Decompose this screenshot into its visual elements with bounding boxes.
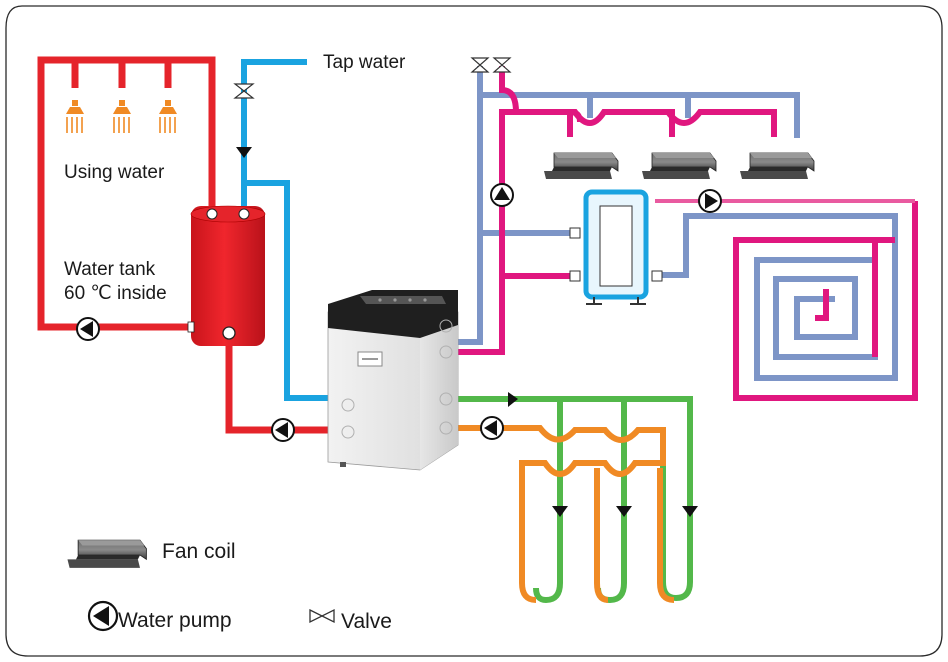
orange-pipe-loop-3 bbox=[657, 468, 675, 603]
pump-icon bbox=[490, 183, 514, 207]
magenta-pipe-main bbox=[458, 66, 520, 355]
legend-valve-label: Valve bbox=[341, 610, 392, 633]
fan-coil-icon bbox=[641, 152, 717, 180]
magenta-pipe-fc-branch bbox=[502, 109, 777, 137]
check-valve-icon bbox=[682, 506, 698, 517]
shower-icon bbox=[112, 100, 132, 134]
orange-pipe-main bbox=[458, 425, 666, 466]
diagram-border bbox=[5, 5, 943, 657]
orange-pipe-loop-2 bbox=[594, 468, 609, 603]
pump-icon bbox=[480, 416, 504, 440]
shower-icon bbox=[158, 100, 178, 134]
pump-icon bbox=[698, 189, 722, 213]
legend-pump-icon bbox=[87, 600, 119, 632]
label-using-water: Using water bbox=[64, 162, 165, 183]
legend-fan-coil-icon bbox=[66, 539, 147, 569]
magenta-pipe-spiral bbox=[733, 240, 829, 398]
heat-pump-unit-icon bbox=[327, 290, 459, 471]
pump-icon bbox=[76, 317, 100, 341]
buffer-tank-icon bbox=[569, 189, 663, 305]
label-tap-water: Tap water bbox=[323, 52, 406, 73]
blue-pipe-tap bbox=[241, 59, 307, 214]
green-pipe-main bbox=[458, 396, 693, 602]
legend-valve-icon bbox=[309, 608, 335, 624]
fan-coil-icon bbox=[739, 152, 815, 180]
check-valve-icon bbox=[552, 506, 568, 517]
orange-pipe-loop-1 bbox=[519, 460, 650, 603]
check-valve-icon bbox=[508, 392, 518, 407]
valve-icon bbox=[233, 83, 255, 99]
legend-fan-coil-label: Fan coil bbox=[162, 540, 236, 563]
pump-icon bbox=[271, 418, 295, 442]
legend-water-pump-label: Water pump bbox=[118, 609, 232, 632]
label-water-tank-temp: 60 ℃ inside bbox=[64, 283, 167, 304]
valve-icon bbox=[492, 57, 512, 73]
check-valve-icon bbox=[616, 506, 632, 517]
shower-icon bbox=[65, 100, 85, 134]
valve-icon bbox=[470, 57, 490, 73]
water-tank-icon bbox=[187, 205, 266, 346]
magenta-pipe-floor-inner bbox=[736, 237, 878, 357]
green-pipe-loop-1 bbox=[533, 399, 563, 604]
check-valve-icon bbox=[236, 147, 252, 158]
fan-coil-icon bbox=[543, 152, 619, 180]
red-pipe-return bbox=[225, 335, 330, 434]
blue-pipe-feed bbox=[244, 180, 330, 401]
label-water-tank: Water tank bbox=[64, 259, 156, 280]
